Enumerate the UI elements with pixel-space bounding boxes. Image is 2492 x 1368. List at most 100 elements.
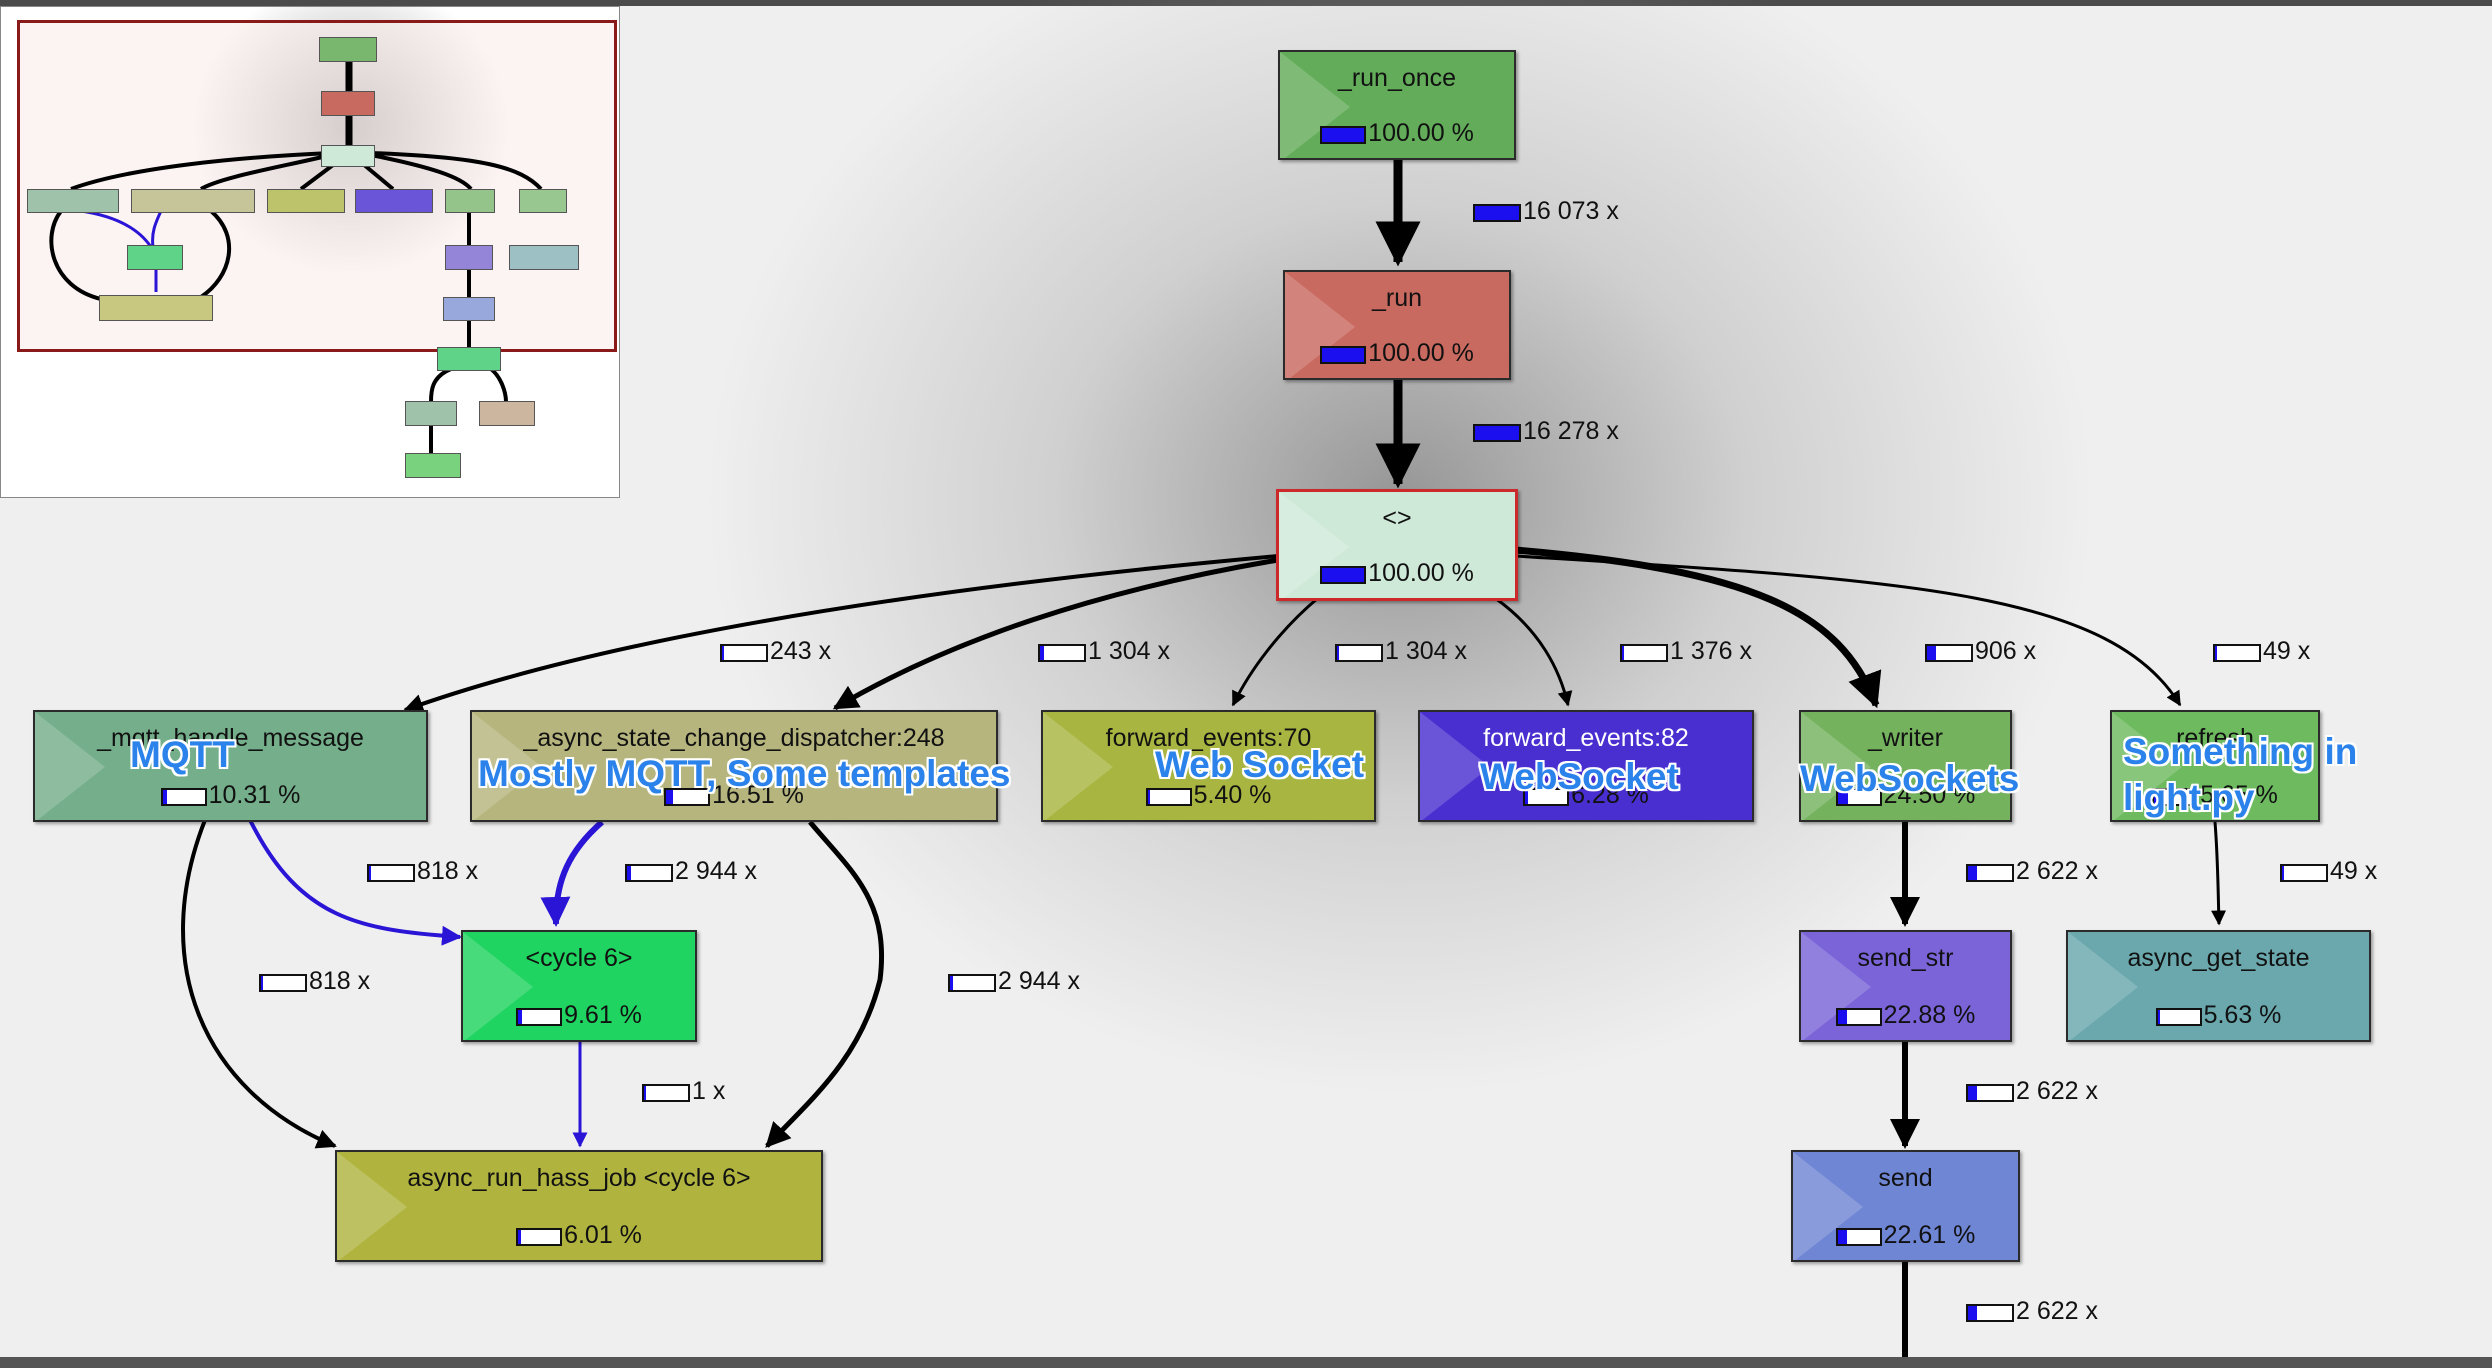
edge-label-lambda-mqtt: 243 x: [720, 637, 831, 666]
node-send[interactable]: send 22.61 %: [1791, 1150, 2020, 1262]
node-lambda-selected[interactable]: <> 100.00 %: [1276, 489, 1518, 601]
node-name: refresh: [2176, 724, 2254, 752]
node-percent: 100.00 %: [1285, 339, 1509, 368]
node-mqtt-handle-message[interactable]: _mqtt_handle_message 10.31 %: [33, 710, 428, 822]
minimap-node: [355, 189, 433, 213]
annotation-dispatcher: Mostly MQTT, Some templates: [478, 753, 1011, 794]
node-run[interactable]: _run 100.00 %: [1283, 270, 1511, 380]
node-async-run-hass-job[interactable]: async_run_hass_job <cycle 6> 6.01 %: [335, 1150, 823, 1262]
minimap-node: [405, 453, 461, 478]
minimap-node: [99, 295, 213, 321]
node-percent: 5.40 %: [1043, 781, 1374, 810]
cost-bar: [1320, 126, 1367, 144]
node-run-once[interactable]: _run_once 100.00 %: [1278, 50, 1516, 160]
node-percent: 5.63 %: [2068, 1001, 2369, 1030]
node-async-state-change-dispatcher[interactable]: _async_state_change_dispatcher:248 16.51…: [470, 710, 998, 822]
node-name: <>: [1382, 504, 1412, 532]
node-name: _mqtt_handle_message: [97, 724, 364, 752]
cost-bar: [516, 1008, 563, 1026]
cost-bar: [2152, 788, 2199, 806]
node-percent: 5.65 %: [2112, 781, 2318, 810]
annotation-writer: WebSockets: [1800, 758, 2020, 799]
node-name: send_str: [1857, 944, 1954, 972]
minimap-node: [319, 37, 377, 62]
horizontal-scrollbar[interactable]: [0, 1357, 2492, 1368]
edge-label-dispatcher-async: 2 944 x: [948, 967, 1080, 996]
minimap-node: [509, 245, 579, 270]
edge-label-mqtt-cycle: 818 x: [367, 857, 478, 886]
edge-lambda-fe70: [1231, 596, 1319, 707]
node-percent: 100.00 %: [1279, 559, 1515, 588]
annotation-mqtt: MQTT: [130, 734, 235, 775]
node-name: _writer: [1867, 724, 1943, 752]
minimap-node: [131, 189, 255, 213]
graph-overview-minimap[interactable]: [0, 6, 620, 498]
minimap-node: [479, 401, 535, 426]
node-name: _run: [1371, 284, 1423, 312]
minimap-node: [127, 245, 183, 270]
minimap-node: [27, 189, 119, 213]
cost-bar: [1523, 788, 1570, 806]
edge-refresh-getstate: [2211, 821, 2227, 926]
annotation-refresh-line1: Something in: [2123, 731, 2358, 772]
edge-dispatcher-async: [765, 820, 884, 1148]
minimap-node: [405, 401, 457, 426]
edge-label-lambda-writer: 906 x: [1925, 637, 2036, 666]
node-async-get-state[interactable]: async_get_state 5.63 %: [2066, 930, 2371, 1042]
edge-label-refresh-getstate: 49 x: [2280, 857, 2377, 886]
node-forward-events-82[interactable]: forward_events:82 6.28 %: [1418, 710, 1754, 822]
edge-label-runonce-run: 16 073 x: [1473, 197, 1619, 226]
node-writer[interactable]: _writer 24.50 %: [1799, 710, 2012, 822]
node-send-str[interactable]: send_str 22.88 %: [1799, 930, 2012, 1042]
node-percent: 22.88 %: [1801, 1001, 2010, 1030]
node-cycle-6[interactable]: <cycle 6> 9.61 %: [461, 930, 697, 1042]
edge-dispatcher-cycle: [540, 819, 604, 927]
node-name: forward_events:82: [1483, 724, 1689, 752]
edge-mqtt-cycle: [248, 819, 462, 946]
minimap-edges: [49, 62, 543, 455]
node-percent: 6.28 %: [1420, 781, 1752, 810]
node-percent: 22.61 %: [1793, 1221, 2018, 1250]
annotation-fe70: Web Socket: [1155, 744, 1365, 785]
cost-bar: [1320, 346, 1367, 364]
node-name: async_run_hass_job <cycle 6>: [407, 1164, 751, 1192]
minimap-node: [445, 245, 493, 270]
cost-bar: [1320, 566, 1367, 584]
edge-label-dispatcher-cycle: 2 944 x: [625, 857, 757, 886]
edge-lambda-mqtt: [403, 554, 1279, 714]
minimap-node: [321, 145, 375, 167]
edge-label-run-lambda: 16 278 x: [1473, 417, 1619, 446]
edge-label-send-next: 2 622 x: [1966, 1297, 2098, 1326]
cost-bar: [1835, 1228, 1882, 1246]
node-percent: 9.61 %: [463, 1001, 695, 1030]
edge-lambda-fe82: [1494, 596, 1573, 707]
annotation-fe82: WebSocket: [1480, 756, 1679, 797]
minimap-node: [321, 91, 375, 116]
edge-label-sendstr-send: 2 622 x: [1966, 1077, 2098, 1106]
edge-label-cycle-async: 1 x: [642, 1077, 725, 1106]
node-percent: 24.50 %: [1801, 781, 2010, 810]
minimap-node: [445, 189, 495, 213]
node-percent: 100.00 %: [1280, 119, 1514, 148]
edge-label-lambda-dispatcher: 1 304 x: [1038, 637, 1170, 666]
node-percent: 6.01 %: [337, 1221, 821, 1250]
node-name: send: [1878, 1164, 1933, 1192]
cost-bar: [1835, 788, 1882, 806]
edge-label-lambda-fe82: 1 376 x: [1620, 637, 1752, 666]
node-percent: 16.51 %: [472, 781, 996, 810]
node-forward-events-70[interactable]: forward_events:70 5.40 %: [1041, 710, 1376, 822]
edge-lambda-writer: [1514, 546, 1882, 709]
node-name: async_get_state: [2127, 944, 2310, 972]
node-name: _async_state_change_dispatcher:248: [523, 724, 945, 752]
cost-bar: [516, 1228, 563, 1246]
cost-bar: [1835, 1008, 1882, 1026]
minimap-node: [443, 297, 495, 321]
cost-bar: [664, 788, 711, 806]
edge-label-lambda-refresh: 49 x: [2213, 637, 2310, 666]
node-name: <cycle 6>: [525, 944, 633, 972]
node-refresh[interactable]: refresh 5.65 %: [2110, 710, 2320, 822]
edge-label-mqtt-async: 818 x: [259, 967, 370, 996]
node-name: _run_once: [1337, 64, 1457, 92]
